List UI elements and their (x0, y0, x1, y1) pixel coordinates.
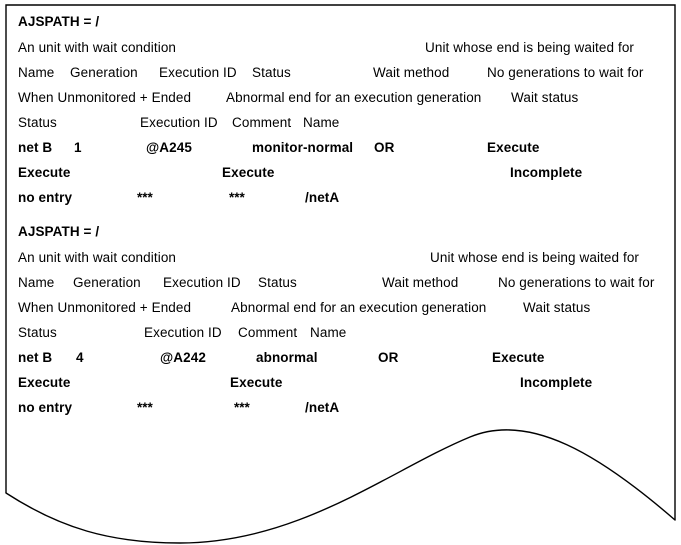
column-header: Execution ID (144, 325, 222, 340)
table-cell: *** (234, 400, 250, 415)
table-cell: OR (378, 350, 399, 365)
column-header: Comment (232, 115, 292, 130)
column-header: Generation (70, 65, 138, 80)
column-header: Execution ID (159, 65, 237, 80)
column-header: No generations to wait for (487, 65, 644, 80)
table-cell: Execute (487, 140, 540, 155)
column-header: An unit with wait condition (18, 250, 177, 265)
ajspath-title: AJSPATH = / (18, 224, 100, 239)
table-cell: Execute (18, 165, 71, 180)
column-header-row: When Unmonitored + Ended Abnormal end for… (0, 298, 681, 318)
column-header-row: Name Generation Execution ID Status Wait met… (0, 63, 681, 83)
table-row: no entry *** *** /netA (0, 188, 681, 208)
column-header: Execution ID (163, 275, 241, 290)
column-header: An unit with wait condition (18, 40, 177, 55)
column-header: Status (18, 325, 57, 340)
table-row: net B 4 @A242 abnormal OR Execute (0, 348, 681, 368)
table-cell: *** (137, 400, 153, 415)
table-cell: abnormal (256, 350, 318, 365)
column-header: Name (303, 115, 340, 130)
table-cell: Execute (492, 350, 545, 365)
column-header: Wait method (373, 65, 450, 80)
table-row: no entry *** *** /netA (0, 398, 681, 418)
column-header: Status (18, 115, 57, 130)
column-header: Name (310, 325, 347, 340)
table-cell: OR (374, 140, 395, 155)
table-cell: *** (137, 190, 153, 205)
table-cell: Execute (222, 165, 275, 180)
table-row: Execute Execute Incomplete (0, 163, 681, 183)
column-header-row: Status Execution ID Comment Name (0, 113, 681, 133)
column-header: When Unmonitored + Ended (18, 90, 192, 105)
column-header: Name (18, 275, 55, 290)
column-header: Wait status (511, 90, 579, 105)
block-title-row: AJSPATH = / (0, 12, 681, 32)
column-header: Wait status (523, 300, 591, 315)
table-cell: 4 (76, 350, 84, 365)
column-header: Wait method (382, 275, 459, 290)
table-cell: *** (229, 190, 245, 205)
block-title-row: AJSPATH = / (0, 222, 681, 242)
table-cell: net B (18, 350, 53, 365)
column-header: Unit whose end is being waited for (425, 40, 635, 55)
column-header: Unit whose end is being waited for (430, 250, 640, 265)
ajspath-title: AJSPATH = / (18, 14, 100, 29)
column-header-row: An unit with wait condition Unit whose en… (0, 38, 681, 58)
column-header-row: Status Execution ID Comment Name (0, 323, 681, 343)
column-header: Execution ID (140, 115, 218, 130)
column-header: No generations to wait for (498, 275, 655, 290)
table-cell: Execute (230, 375, 283, 390)
table-cell: monitor-normal (252, 140, 354, 155)
table-cell: Execute (18, 375, 71, 390)
table-row: net B 1 @A245 monitor-normal OR Execute (0, 138, 681, 158)
column-header: Status (258, 275, 297, 290)
column-header: Comment (238, 325, 298, 340)
table-cell: net B (18, 140, 53, 155)
column-header-row: Name Generation Execution ID Status Wait met… (0, 273, 681, 293)
column-header: Name (18, 65, 55, 80)
table-cell: no entry (18, 190, 73, 205)
column-header-row: An unit with wait condition Unit whose en… (0, 248, 681, 268)
table-cell: @A245 (146, 140, 192, 155)
table-cell: Incomplete (510, 165, 583, 180)
table-cell: no entry (18, 400, 73, 415)
column-header: Generation (73, 275, 141, 290)
column-header: When Unmonitored + Ended (18, 300, 192, 315)
table-cell: /netA (305, 190, 340, 205)
column-header: Abnormal end for an execution generation (226, 90, 482, 105)
table-cell: Incomplete (520, 375, 593, 390)
table-row: Execute Execute Incomplete (0, 373, 681, 393)
table-cell: 1 (74, 140, 82, 155)
table-cell: @A242 (160, 350, 206, 365)
table-cell: /netA (305, 400, 340, 415)
column-header-row: When Unmonitored + Ended Abnormal end for… (0, 88, 681, 108)
column-header: Status (252, 65, 291, 80)
column-header: Abnormal end for an execution generation (231, 300, 487, 315)
